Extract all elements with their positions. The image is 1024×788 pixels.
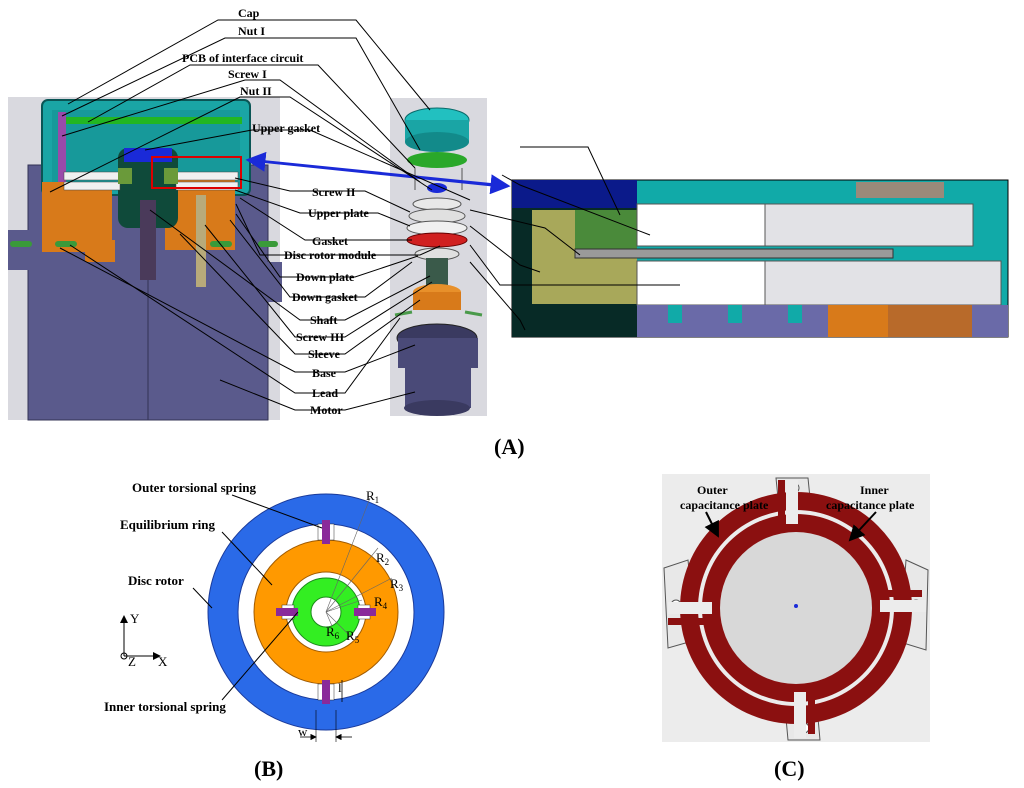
label-inner-plate-line2: capacitance plate bbox=[826, 498, 915, 512]
zoom-view bbox=[511, 179, 1009, 338]
label-disc-rotor-module: Disc rotor module bbox=[284, 248, 377, 262]
label-r3: R3 bbox=[390, 576, 404, 593]
label-gasket: Gasket bbox=[312, 234, 348, 248]
disc-rotor-diagram bbox=[207, 493, 445, 742]
label-screw-ii: Screw II bbox=[312, 185, 356, 199]
highlight-box bbox=[151, 156, 242, 189]
label-r5: R5 bbox=[346, 628, 360, 645]
zoom-arrow-right bbox=[249, 158, 511, 195]
cross-section-view bbox=[8, 97, 282, 421]
assembly-label-group: Cap Nut I PCB of interface circuit Screw… bbox=[182, 6, 377, 417]
label-outer-plate-line2: capacitance plate bbox=[680, 498, 769, 512]
label-base: Base bbox=[312, 366, 337, 380]
label-w: w bbox=[298, 724, 308, 739]
label-l: l bbox=[338, 680, 342, 695]
panel-label-b: (B) bbox=[254, 756, 283, 781]
label-sleeve: Sleeve bbox=[308, 347, 341, 361]
axis-x-label: X bbox=[158, 654, 168, 669]
label-r2: R2 bbox=[376, 550, 389, 567]
capacitance-plate-diagram bbox=[662, 474, 930, 742]
label-inner-plate-line1: Inner bbox=[860, 483, 889, 497]
label-pcb: PCB of interface circuit bbox=[182, 51, 303, 65]
label-lead: Lead bbox=[312, 386, 338, 400]
label-outer-torsional-spring: Outer torsional spring bbox=[132, 480, 256, 495]
zoom-leaders bbox=[469, 146, 680, 331]
panel-label-a: (A) bbox=[494, 434, 525, 459]
rotor-label-group: Outer torsional spring Equilibrium ring … bbox=[104, 480, 404, 739]
plate-label-group: Outer capacitance plate Inner capacitanc… bbox=[680, 483, 915, 542]
rotor-leaders bbox=[192, 494, 323, 701]
label-r1: R1 bbox=[366, 488, 379, 505]
exploded-view bbox=[390, 98, 487, 416]
label-upper-plate: Upper plate bbox=[308, 206, 369, 220]
label-motor: Motor bbox=[310, 403, 343, 417]
assembly-leaders bbox=[49, 19, 471, 411]
label-disc-rotor: Disc rotor bbox=[128, 573, 184, 588]
label-r4: R4 bbox=[374, 594, 388, 611]
label-equilibrium-ring: Equilibrium ring bbox=[120, 517, 215, 532]
label-screw-i: Screw I bbox=[228, 67, 267, 81]
label-cap: Cap bbox=[238, 6, 260, 20]
label-inner-torsional-spring: Inner torsional spring bbox=[104, 699, 226, 714]
axis-y-label: Y bbox=[130, 611, 140, 626]
label-nut-i: Nut I bbox=[238, 24, 265, 38]
label-nut-ii: Nut II bbox=[240, 84, 272, 98]
panel-label-c: (C) bbox=[774, 756, 805, 781]
axis-z-label: Z bbox=[128, 654, 136, 669]
label-upper-gasket: Upper gasket bbox=[252, 121, 320, 135]
label-shaft: Shaft bbox=[310, 313, 337, 327]
label-screw-iii: Screw III bbox=[296, 330, 344, 344]
label-outer-plate-line1: Outer bbox=[697, 483, 728, 497]
label-down-gasket: Down gasket bbox=[292, 290, 358, 304]
axis-triad: Y X Z bbox=[120, 611, 168, 669]
label-r6: R6 bbox=[326, 624, 340, 641]
label-down-plate: Down plate bbox=[296, 270, 355, 284]
